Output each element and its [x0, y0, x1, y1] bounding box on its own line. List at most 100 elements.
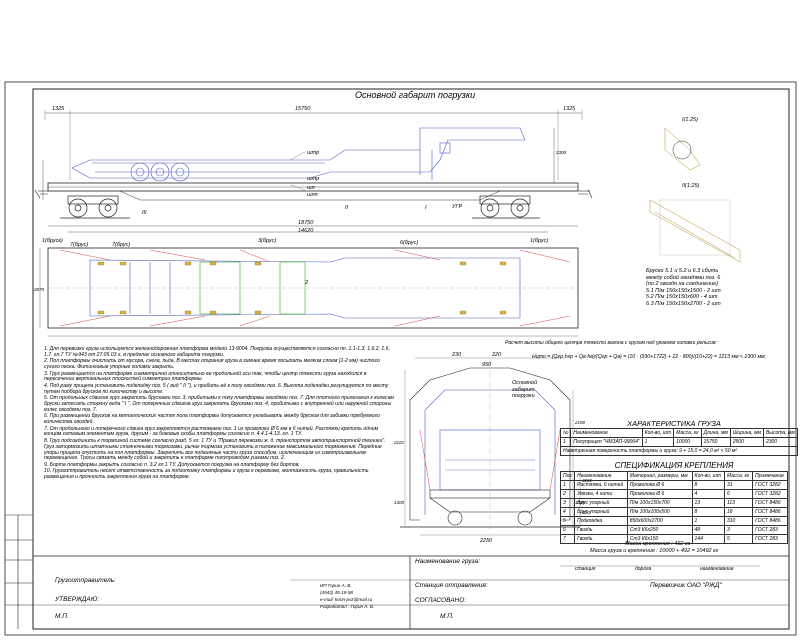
td: 113 [723, 498, 754, 508]
td: 48 [691, 525, 725, 535]
th: Масса, кг [673, 428, 702, 438]
note-item: 3. Груз размещается на платформе симметр… [44, 370, 367, 383]
bars-note-line: 5.2 П/м 150х150х600 - 4 шт [646, 294, 718, 300]
spec-total-2: Масса груза и крепления : 10000 + 492 = … [590, 548, 719, 554]
stamp-cargo-name: Наименование груза: [415, 558, 480, 565]
plan-label-6: 1(брус) [530, 238, 549, 244]
char-table-title: ХАРАКТЕРИСТИКА ГРУЗА [627, 419, 721, 428]
th: Поз [559, 471, 576, 481]
label-view-I: I [425, 205, 427, 211]
outer-frame [4, 81, 797, 636]
stamp-shipper: Грузоотправитель: [55, 577, 117, 584]
td: 8 [691, 507, 725, 517]
td: П/м 100х100х500 [626, 507, 693, 517]
dim-platform-length: 18750 [298, 220, 314, 226]
table-header-row: Поз Наименование Материал, размеры, мм К… [559, 471, 788, 481]
note-item: 7. От продольного и поперечного сдвига г… [44, 425, 379, 438]
dim-left-overhang: 1325 [52, 106, 65, 112]
section-dim: 1300 [394, 500, 405, 505]
spec-table: Поз Наименование Материал, размеры, мм К… [559, 471, 788, 544]
section-dim: 2250 [480, 538, 493, 544]
td: Гвоздь [574, 525, 628, 535]
bars-note-line: Бруски 5.1 и 5.2 и 6.3 сбить [646, 268, 719, 274]
td: 310 [723, 516, 754, 526]
note-item: 10. Грузоотправитель несет ответственнос… [44, 468, 369, 481]
th: Наименование [570, 428, 643, 438]
stamp-col-station: станция [575, 566, 596, 572]
td: 1 [559, 480, 576, 490]
title-block-lines [33, 555, 789, 629]
label-cg-top: штр [307, 176, 320, 182]
dim-width: 2870 [34, 287, 45, 292]
td: П/м 100х150х700 [626, 498, 693, 508]
label-cg-cargo: штр [307, 150, 320, 156]
note-item: 6. При размещении брусков на металлическ… [44, 413, 380, 426]
stamp-carrier: Перевозчик ОАО "РЖД" [650, 582, 722, 589]
bars-note-line: 5.1 П/м 150х150х1500 - 2 шт [646, 287, 721, 294]
td: 8 [691, 480, 725, 490]
td: Гвоздь [574, 534, 628, 544]
spec-total-1: Масса крепления : 492 кг [625, 541, 691, 547]
note-item: 9. Борта платформы закрыть согласно п. 3… [44, 461, 300, 468]
label-cg-combined: шпп [307, 192, 318, 198]
left-margin-strip [5, 514, 33, 629]
section-dim: 950 [482, 362, 492, 368]
designer-phone: (4942) 45-19-58 [320, 590, 353, 595]
td: 2 [559, 489, 576, 499]
detail-views [649, 127, 741, 263]
th: Кол-во, шт [641, 428, 675, 438]
td: 1 [641, 437, 675, 447]
section-dim: 2110 [394, 440, 404, 445]
bars-note-line: 6.3 П/м 150х150х2700 - 2 шт [646, 300, 721, 307]
th: Материал, размеры, мм [626, 471, 693, 481]
note-item: 1. Для перевозки груза используется желе… [44, 346, 390, 358]
dim-base-length: 14620 [298, 228, 314, 234]
td: 4 [559, 507, 576, 517]
td: ГОСТ 3282 [752, 480, 788, 490]
th: Примечание [752, 471, 788, 481]
td: 6 [723, 489, 754, 499]
plan-label-3: 7(брус) [112, 242, 131, 248]
td: Полуприцеп "ЧМЗАП-99064" [570, 437, 643, 447]
stamp-mp-left: М.П. [55, 613, 69, 620]
label-view-II: II [345, 205, 349, 211]
section-dim: 220 [492, 352, 502, 358]
td: Наветренная поверхность платформы и груз… [560, 446, 798, 456]
td: 18 [723, 507, 754, 517]
plan-label-1: 1(бруск) [42, 238, 63, 244]
dim-cargo-length: 15750 [295, 106, 311, 112]
stamp-col-name: наименование [700, 566, 734, 572]
drawing-title: Основной габарит погрузки [355, 90, 476, 100]
td: ГОСТ 8486 [752, 516, 788, 526]
td: 13 [691, 498, 725, 508]
designer-email: e-mail: korin-pvz@mail.ru [320, 597, 373, 602]
td: 2300 [762, 437, 798, 447]
stamp-approve: УТВЕРЖДАЮ: [55, 596, 100, 603]
note-item: 2. Пол платформы очистить от мусора, сне… [44, 358, 380, 371]
td: Проволока Ø 6 [626, 480, 693, 490]
cg-title: Расчет высоты общего центра тяжести ваго… [505, 340, 717, 346]
td: Растяжка, 6 нитей [574, 480, 628, 490]
cross-section [400, 357, 581, 536]
dim-height: 2300 [556, 150, 567, 155]
notes-block: 1. Для перевозки груза используется желе… [44, 346, 396, 482]
td: ГОСТ 283 [752, 534, 788, 544]
td: Подкладка [574, 516, 628, 526]
td: 3 [559, 498, 576, 508]
table-row: 1 Полуприцеп "ЧМЗАП-99064" 1 10000 15750… [559, 437, 798, 447]
spec-table-title: СПЕЦИФИКАЦИЯ КРЕПЛЕНИЯ [614, 461, 734, 470]
td: 144 [691, 534, 725, 544]
gauge-label: Основной габарит погрузки [512, 380, 537, 400]
plan-label-5: 6(брус) [400, 240, 419, 246]
td: 850х600х2700 [626, 516, 693, 526]
bars-note: Бруски 5.1 и 5.2 и 6.3 сбить между собой… [646, 268, 721, 307]
dim-right-overhang: 1325 [563, 106, 576, 112]
th: Масса, кг [723, 471, 754, 481]
td: ГОСТ 283 [752, 525, 788, 535]
td: 2500 [729, 437, 764, 447]
